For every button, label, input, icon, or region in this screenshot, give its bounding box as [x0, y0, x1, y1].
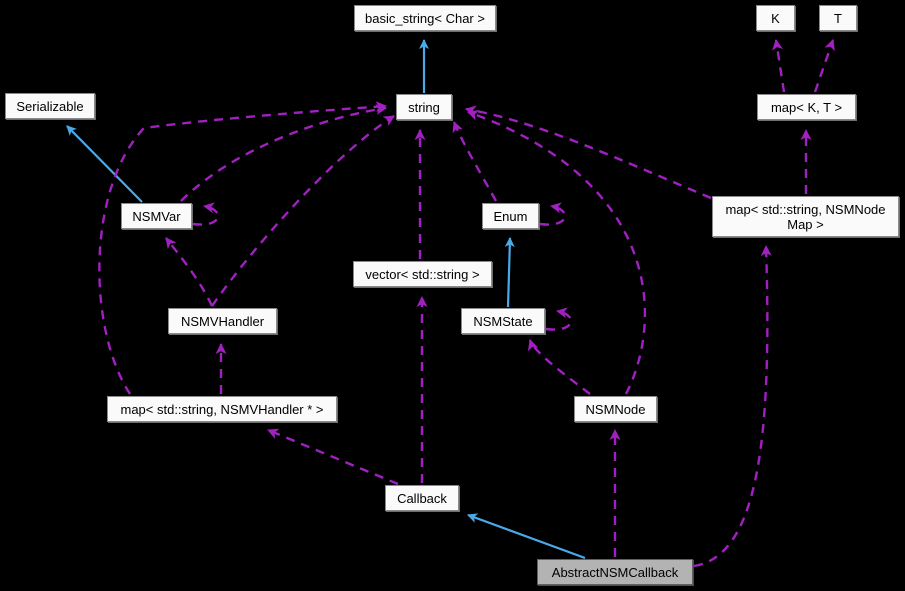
inheritance-edges [66, 39, 586, 560]
node-enum[interactable]: Enum [482, 203, 539, 229]
node-label: NSMState [473, 313, 533, 329]
node-nsmnode[interactable]: NSMNode [574, 396, 657, 422]
node-t[interactable]: T [819, 5, 857, 31]
edge-mapkt-to-k [772, 39, 786, 93]
node-label: Enum [493, 208, 528, 224]
node-label: map< std::string, NSMVHandler * > [120, 401, 324, 417]
node-string[interactable]: string [396, 94, 452, 120]
edge-mapnsmnode-to-string [465, 105, 712, 200]
node-label: map< std::string, NSMNode Map > [725, 201, 886, 232]
node-map-nsmvhandler-ptr[interactable]: map< std::string, NSMVHandler * > [107, 396, 337, 422]
node-label: AbstractNSMCallback [551, 564, 679, 580]
node-label: T [834, 10, 842, 26]
edge-nsmvhandler-to-nsmvar [165, 237, 214, 307]
node-label: map< K, T > [770, 99, 843, 115]
node-map-nsmnode-map[interactable]: map< std::string, NSMNode Map > [712, 196, 899, 237]
node-nsmvhandler[interactable]: NSMVHandler [168, 308, 277, 334]
edge-nsmstate-to-enum [504, 237, 515, 308]
edge-nsmvar-to-serializable [66, 125, 143, 203]
node-label: string [408, 99, 440, 115]
node-abstract-nsm-callback[interactable]: AbstractNSMCallback [537, 559, 693, 585]
node-nsmvar[interactable]: NSMVar [121, 203, 192, 229]
edge-mapkt-to-t [813, 39, 835, 93]
edge-mapnsmvhandler-to-string [98, 101, 387, 395]
node-label: K [771, 10, 780, 26]
edge-nsmnode-to-nsmstate [527, 339, 591, 395]
node-serializable[interactable]: Serializable [5, 93, 95, 119]
node-label: Serializable [16, 98, 84, 114]
node-nsmstate[interactable]: NSMState [461, 308, 545, 334]
usage-edges [98, 39, 835, 568]
edge-enum-to-string [452, 121, 498, 202]
node-label: NSMVar [132, 208, 181, 224]
edge-abstract-to-mapnsmnode [693, 245, 772, 568]
node-label: NSMNode [585, 401, 646, 417]
edge-abstractnsmcallback-to-callback [467, 513, 586, 560]
node-label: basic_string< Char > [365, 10, 485, 26]
edge-nsmnode-to-string [467, 110, 647, 395]
node-label: Callback [397, 490, 447, 506]
edge-enum-self-loop [539, 202, 567, 226]
node-callback[interactable]: Callback [385, 485, 459, 511]
node-vector-std-string[interactable]: vector< std::string > [353, 261, 492, 287]
edge-nsmvar-self-loop [192, 202, 220, 226]
edge-callback-to-mapnsmvhandler [267, 428, 399, 486]
node-basic-string[interactable]: basic_string< Char > [354, 5, 496, 31]
node-k[interactable]: K [756, 5, 795, 31]
node-label: NSMVHandler [180, 313, 265, 329]
node-map-k-t[interactable]: map< K, T > [757, 94, 856, 120]
node-label: vector< std::string > [365, 266, 480, 282]
edge-nsmvhandler-to-string [211, 114, 395, 307]
edge-nsmstate-self-loop [545, 307, 573, 331]
edge-nsmvar-to-string [180, 104, 387, 202]
